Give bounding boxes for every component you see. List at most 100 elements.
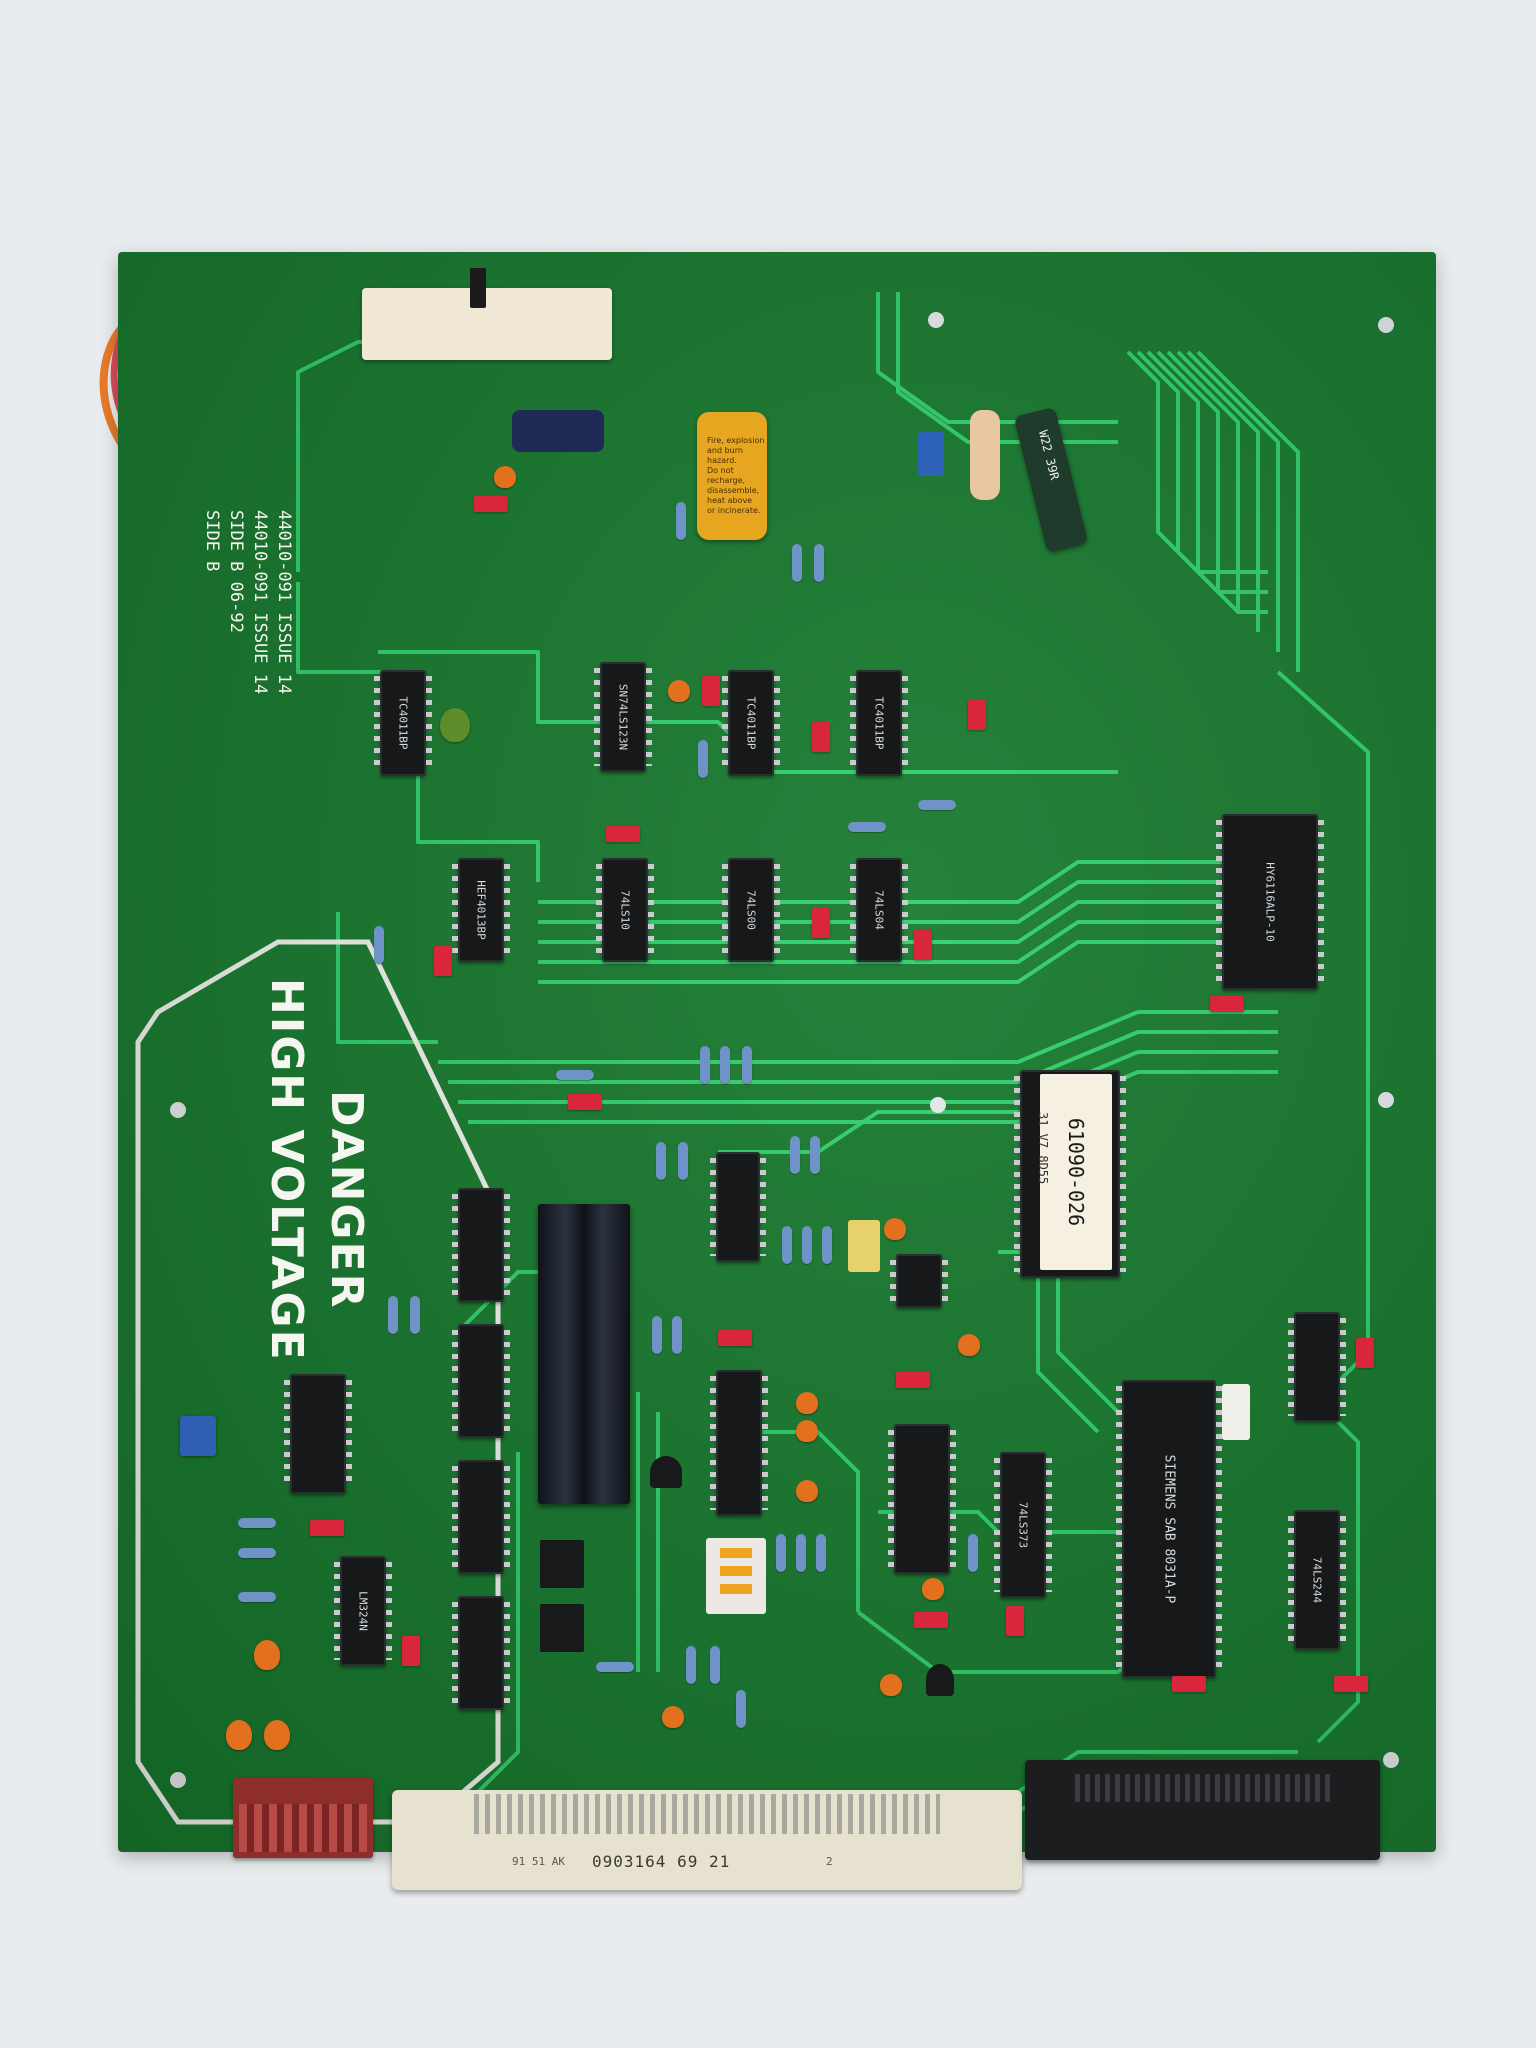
red-capacitor xyxy=(402,1636,420,1666)
part-number-line-2: 44010-091 ISSUE 14 xyxy=(250,510,270,695)
resistor xyxy=(848,822,886,832)
edge-connector-index: 2 xyxy=(826,1855,833,1868)
tantalum-capacitor xyxy=(958,1334,980,1356)
resistor xyxy=(656,1142,666,1180)
chip-u15: 74LS04 xyxy=(850,858,908,962)
mount-hole xyxy=(170,1772,186,1788)
resistor xyxy=(238,1518,276,1528)
resistor xyxy=(802,1226,812,1264)
eprom-sub: 31 V7 8D55 xyxy=(1036,1112,1050,1185)
red-capacitor xyxy=(568,1094,602,1110)
tantalum-capacitor xyxy=(796,1392,818,1414)
chip-u23: 74LS10 xyxy=(596,858,654,962)
chip-u12: TC4011BP xyxy=(722,670,780,776)
blue-trimmer xyxy=(918,432,944,476)
mount-hole xyxy=(1378,1092,1394,1108)
chip-u19: HEF4013BP xyxy=(452,858,510,962)
resistor xyxy=(790,1136,800,1174)
heatsink xyxy=(538,1204,630,1504)
resistor xyxy=(374,926,384,964)
side-line-2: SIDE B xyxy=(202,510,222,572)
red-capacitor xyxy=(1356,1338,1374,1368)
resistor xyxy=(238,1592,276,1602)
tantalum-capacitor xyxy=(264,1720,290,1750)
transistor xyxy=(926,1664,954,1696)
red-capacitor xyxy=(434,946,452,976)
mount-hole xyxy=(1378,317,1394,333)
part-number-line-1: 44010-091 ISSUE 14 xyxy=(274,510,294,695)
chip-u15-label: 74LS04 xyxy=(872,890,886,930)
idc-ribbon-connector xyxy=(1025,1760,1380,1860)
red-capacitor xyxy=(914,930,932,960)
resistor xyxy=(816,1534,826,1572)
chip-u2-label: 74LS373 xyxy=(1016,1501,1030,1549)
edge-connector-prefix: 91 51 AK xyxy=(512,1855,565,1868)
red-capacitor xyxy=(896,1372,930,1388)
resistor xyxy=(810,1136,820,1174)
circuit-board xyxy=(118,252,1436,1852)
trimmer-pot xyxy=(180,1416,216,1456)
side-line-1: SIDE B 06-92 xyxy=(226,510,246,633)
tantalum-capacitor xyxy=(226,1720,252,1750)
resistor xyxy=(672,1316,682,1354)
chip-u3: 74LS244 xyxy=(1288,1510,1346,1650)
tantalum-capacitor xyxy=(884,1218,906,1240)
chip-siemens-cpu: SIEMENS SAB 8031A-P xyxy=(1116,1380,1222,1678)
red-capacitor xyxy=(474,496,508,512)
edge-connector: 91 51 AK 0903164 69 21 2 xyxy=(392,1790,1022,1890)
edge-connector-code: 0903164 69 21 xyxy=(592,1852,731,1871)
red-capacitor xyxy=(914,1612,948,1628)
chip-siemens-label: SIEMENS SAB 8031A-P xyxy=(1161,1454,1177,1604)
resistor xyxy=(792,544,802,582)
chip-u41: HY6116ALP-10 xyxy=(1216,814,1324,990)
copper-traces xyxy=(135,292,1370,1825)
resistor xyxy=(742,1046,752,1084)
chip-u16: SN74LS123N xyxy=(594,662,652,772)
resistor xyxy=(700,1046,710,1084)
mount-hole xyxy=(1383,1752,1399,1768)
chip-u14-label: TC4011BP xyxy=(872,696,886,750)
chip-u20 xyxy=(452,1460,510,1574)
resistor xyxy=(796,1534,806,1572)
mount-hole xyxy=(170,1102,186,1118)
power-resistor-label: W22 39R xyxy=(1035,428,1062,482)
top-connector xyxy=(362,288,612,360)
chip-u13: 74LS00 xyxy=(722,858,780,962)
warning-line-2: HIGH VOLTAGE xyxy=(261,978,312,1362)
transistor xyxy=(650,1456,682,1488)
resistor xyxy=(698,740,708,778)
chip-u13-label: 74LS00 xyxy=(744,890,758,930)
red-capacitor xyxy=(1006,1606,1024,1636)
chip-u14: TC4011BP xyxy=(850,670,908,776)
chip-u17 xyxy=(710,1370,768,1516)
chip-u21 xyxy=(452,1188,510,1302)
resistor xyxy=(918,800,956,810)
resistor xyxy=(388,1296,398,1334)
tantalum-capacitor xyxy=(494,466,516,488)
board-id-text: 44010-091 ISSUE 14 44010-091 ISSUE 14 SI… xyxy=(200,510,296,694)
resistor xyxy=(720,1046,730,1084)
resistor xyxy=(556,1070,594,1080)
mount-hole xyxy=(930,1097,946,1113)
chip-u23-label: 74LS10 xyxy=(618,890,632,930)
tantalum-capacitor xyxy=(922,1578,944,1600)
chip-u26 xyxy=(452,1596,510,1710)
red-capacitor xyxy=(606,826,640,842)
resistor xyxy=(596,1662,634,1672)
chip-u41-label: HY6116ALP-10 xyxy=(1263,862,1277,942)
resistor xyxy=(814,544,824,582)
chip-u1 xyxy=(710,1152,766,1262)
resistor xyxy=(410,1296,420,1334)
chip-u16-label: SN74LS123N xyxy=(616,683,630,751)
chip-u25 xyxy=(284,1374,352,1494)
resistor xyxy=(776,1534,786,1572)
resistor xyxy=(710,1646,720,1684)
resistor xyxy=(736,1690,746,1728)
crystal-xtal xyxy=(1222,1384,1250,1440)
chip-small xyxy=(890,1254,948,1308)
electrolytic-capacitor xyxy=(512,410,604,452)
eprom-code: 61090-026 xyxy=(1064,1117,1088,1227)
green-capacitor xyxy=(440,708,470,742)
red-capacitor xyxy=(1334,1676,1368,1692)
